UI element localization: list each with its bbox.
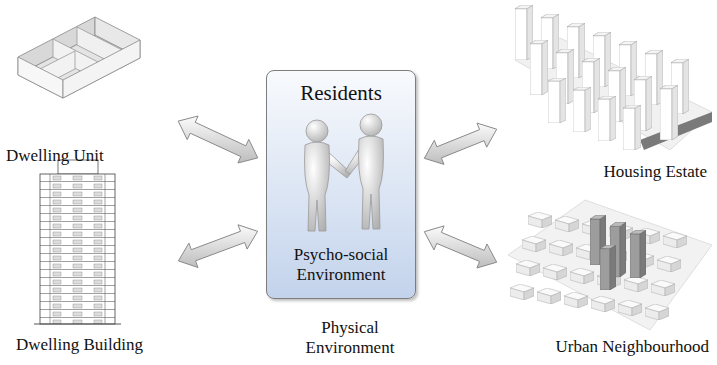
double-arrow [424,123,496,164]
caption-text: Housing Estate [604,162,707,182]
illustration-node: Urban Neighbourhood [505,190,717,362]
unit-plan [18,17,140,98]
estate-drawing [515,5,712,150]
caption-text: Dwelling Building [16,335,143,355]
box-text: Residents [267,81,415,105]
box-text: Psycho-social Environment [267,245,415,284]
illustration-node: Dwelling Unit [0,0,170,170]
caption-text: Urban Neighbourhood [556,337,709,357]
neighbourhood-drawing [508,200,712,330]
double-arrow [178,225,257,268]
double-arrow [178,116,258,163]
double-arrow [424,226,496,268]
tower-drawing [34,160,121,324]
caption-text: Dwelling Unit [6,146,104,166]
residents-box: ResidentsPsycho-social Environment [266,70,416,299]
illustration-node: Dwelling Building [0,170,170,362]
environment-label: Physical Environment [295,318,405,357]
illustration-node: Housing Estate [505,0,717,185]
